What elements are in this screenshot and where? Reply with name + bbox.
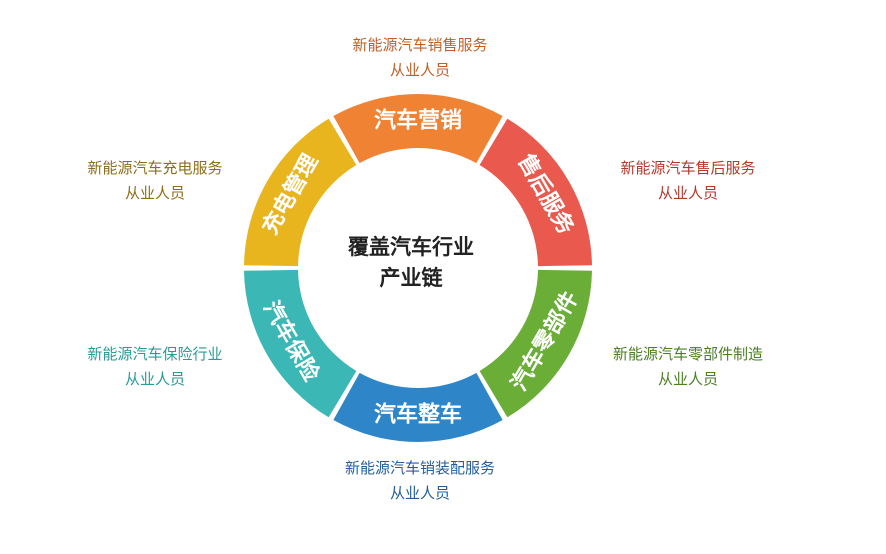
outer-label-insurance-line1: 新能源汽车保险行业	[87, 345, 223, 363]
outer-label-parts-line1: 新能源汽车零部件制造	[612, 345, 763, 363]
outer-label-charging: 新能源汽车充电服务 从业人员	[35, 156, 275, 206]
outer-label-insurance-line2: 从业人员	[124, 370, 185, 388]
outer-label-aftersales: 新能源汽车售后服务 从业人员	[568, 156, 808, 206]
ring-segment-parts	[479, 269, 592, 418]
ring-segment-aftersales	[479, 118, 592, 267]
outer-label-aftersales-line1: 新能源汽车售后服务	[620, 159, 756, 177]
center-title-line1: 覆盖汽车行业	[348, 235, 474, 259]
outer-label-assembly-line1: 新能源汽车销装配服务	[344, 459, 495, 477]
outer-label-assembly: 新能源汽车销装配服务 从业人员	[300, 456, 540, 506]
outer-label-assembly-line2: 从业人员	[389, 484, 450, 502]
outer-label-charging-line2: 从业人员	[124, 184, 185, 202]
outer-label-insurance: 新能源汽车保险行业 从业人员	[35, 342, 275, 392]
outer-label-sales-line2: 从业人员	[389, 61, 450, 79]
ring-segment-insurance	[244, 269, 357, 418]
outer-label-parts-line2: 从业人员	[657, 370, 718, 388]
ring-segment-charging	[244, 118, 357, 267]
outer-label-aftersales-line2: 从业人员	[657, 184, 718, 202]
ring-segment-assembly	[333, 372, 503, 443]
center-title-line2: 产业链	[379, 266, 443, 290]
ring-segment-label-assembly: 汽车整车	[374, 402, 462, 428]
outer-label-sales: 新能源汽车销售服务 从业人员	[300, 33, 540, 83]
outer-label-sales-line1: 新能源汽车销售服务	[352, 36, 488, 54]
outer-label-charging-line1: 新能源汽车充电服务	[87, 159, 223, 177]
ring-segment-sales	[333, 93, 503, 164]
outer-label-parts: 新能源汽车零部件制造 从业人员	[568, 342, 808, 392]
ring-segment-label-sales: 汽车营销	[374, 108, 462, 134]
center-title: 覆盖汽车行业 产业链	[323, 232, 499, 294]
